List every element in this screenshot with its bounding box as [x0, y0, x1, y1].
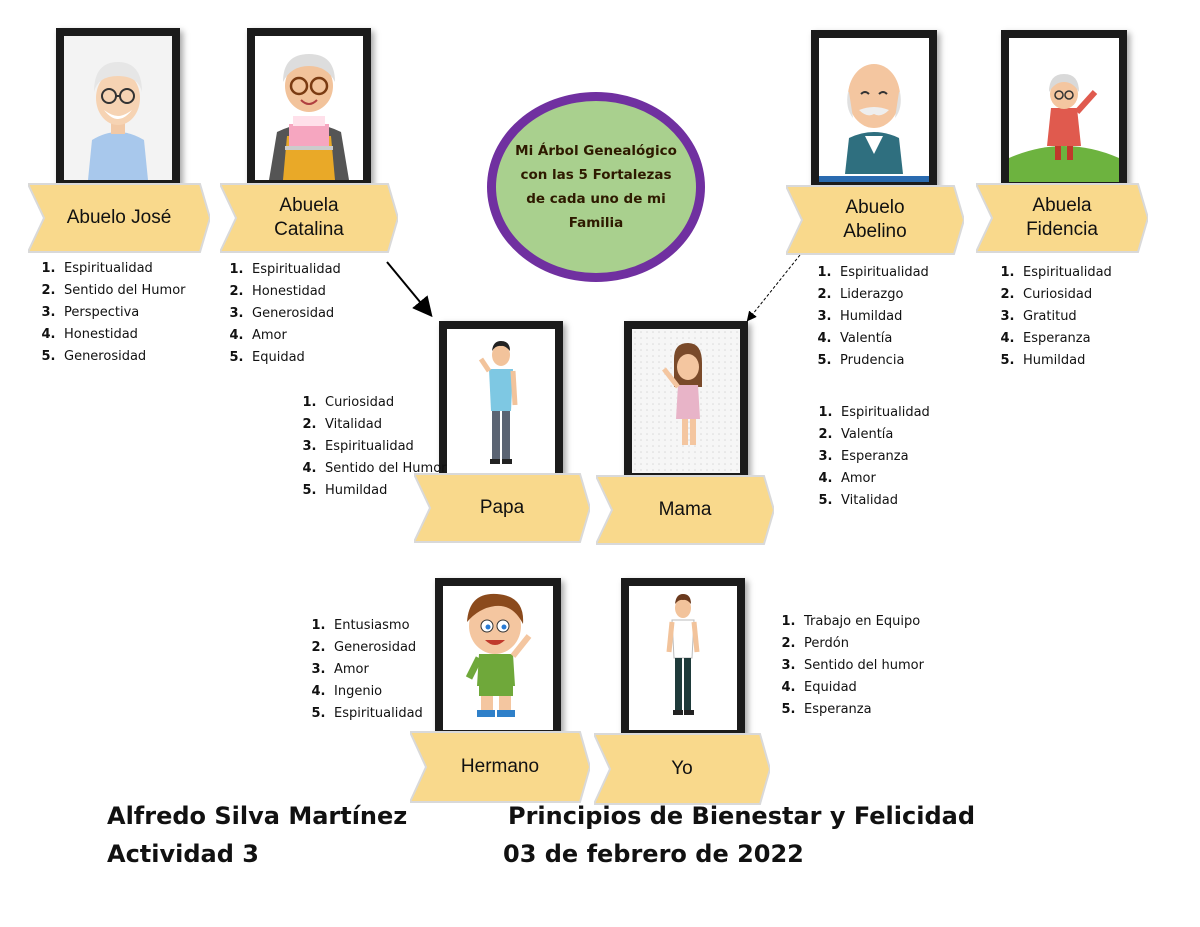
abuelo-abelino-name: Abuelo Abelino: [843, 197, 907, 242]
strength-item: Gratitud: [1019, 306, 1189, 328]
strength-item: Espiritualidad: [330, 703, 460, 725]
mother-icon: [632, 329, 740, 473]
abuela-fidencia-banner: Abuela Fidencia: [976, 182, 1148, 254]
strength-item: Espiritualidad: [60, 258, 250, 280]
footer-activity: Actividad 3: [107, 840, 259, 868]
strength-item: Prudencia: [836, 350, 1006, 372]
strength-item: Vitalidad: [321, 414, 449, 436]
abuela-fidencia-frame: [1001, 30, 1127, 190]
hermano-picture: [443, 586, 553, 730]
abuelo-jose-strengths: Espiritualidad Sentido del Humor Perspec…: [34, 258, 250, 368]
strength-item: Equidad: [800, 677, 990, 699]
strength-item: Valentía: [836, 328, 1006, 350]
footer-date: 03 de febrero de 2022: [503, 840, 804, 868]
abuelo-jose-picture: [64, 36, 172, 180]
hermano-strengths: Entusiasmo Generosidad Amor Ingenio Espi…: [304, 615, 460, 725]
yo-banner: Yo: [594, 732, 770, 806]
strength-item: Humildad: [836, 306, 1006, 328]
yo-strengths: Trabajo en Equipo Perdón Sentido del hum…: [774, 611, 990, 721]
mama-strengths: Espiritualidad Valentía Esperanza Amor V…: [811, 402, 1007, 512]
tree-title: Mi Árbol Genealógico con las 5 Fortaleza…: [515, 143, 677, 231]
strength-item: Curiosidad: [1019, 284, 1189, 306]
strength-item: Perspectiva: [60, 302, 250, 324]
footer-author: Alfredo Silva Martínez: [107, 802, 408, 830]
strength-item: Amor: [330, 659, 460, 681]
abuela-catalina-frame: [247, 28, 371, 188]
grandpa-icon: [819, 38, 929, 182]
abuela-fidencia-name: Abuela Fidencia: [1026, 195, 1098, 240]
strength-item: Espiritualidad: [836, 262, 1006, 284]
strength-item: Entusiasmo: [330, 615, 460, 637]
abuela-catalina-banner: Abuela Catalina: [220, 182, 398, 254]
strength-item: Espiritualidad: [248, 259, 418, 281]
strength-item: Liderazgo: [836, 284, 1006, 306]
yo-name: Yo: [671, 758, 693, 780]
strength-item: Sentido del humor: [800, 655, 990, 677]
grandpa-icon: [64, 36, 172, 180]
hermano-frame: [435, 578, 561, 738]
strength-item: Esperanza: [837, 446, 1007, 468]
father-icon: [447, 329, 555, 473]
mama-banner: Mama: [596, 474, 774, 546]
strength-item: Honestidad: [248, 281, 418, 303]
mama-name: Mama: [658, 499, 712, 521]
strength-item: Humildad: [321, 480, 449, 502]
hermano-banner: Hermano: [410, 730, 590, 804]
strength-item: Ingenio: [330, 681, 460, 703]
strength-item: Curiosidad: [321, 392, 449, 414]
strength-item: Amor: [837, 468, 1007, 490]
abuela-catalina-name: Abuela Catalina: [274, 195, 344, 240]
abuelo-abelino-frame: [811, 30, 937, 190]
papa-picture: [447, 329, 555, 473]
strength-item: Espiritualidad: [321, 436, 449, 458]
abuela-catalina-strengths: Espiritualidad Honestidad Generosidad Am…: [222, 259, 418, 369]
mama-picture: [632, 329, 740, 473]
strength-item: Vitalidad: [837, 490, 1007, 512]
strength-item: Trabajo en Equipo: [800, 611, 990, 633]
papa-name: Papa: [479, 497, 525, 519]
mama-frame: [624, 321, 748, 481]
grandma-icon: [255, 36, 363, 180]
strength-item: Generosidad: [248, 303, 418, 325]
abuelo-abelino-strengths: Espiritualidad Liderazgo Humildad Valent…: [810, 262, 1006, 372]
grandma-icon: [1009, 38, 1119, 182]
strength-item: Esperanza: [800, 699, 990, 721]
tree-title-circle: Mi Árbol Genealógico con las 5 Fortaleza…: [487, 92, 705, 282]
abuelo-abelino-picture: [819, 38, 929, 182]
strength-item: Perdón: [800, 633, 990, 655]
hermano-name: Hermano: [460, 756, 540, 778]
abuelo-jose-banner: Abuelo José: [28, 182, 210, 254]
arrow-maternal: [746, 254, 801, 322]
strength-item: Humildad: [1019, 350, 1189, 372]
yo-frame: [621, 578, 745, 738]
papa-banner: Papa: [414, 472, 590, 544]
abuelo-abelino-banner: Abuelo Abelino: [786, 184, 964, 256]
strength-item: Amor: [248, 325, 418, 347]
abuela-catalina-picture: [255, 36, 363, 180]
strength-item: Sentido del Humor: [321, 458, 449, 480]
strength-item: Espiritualidad: [837, 402, 1007, 424]
papa-strengths: Curiosidad Vitalidad Espiritualidad Sent…: [295, 392, 449, 502]
strength-item: Espiritualidad: [1019, 262, 1189, 284]
strength-item: Valentía: [837, 424, 1007, 446]
strength-item: Generosidad: [330, 637, 460, 659]
abuelo-jose-name: Abuelo José: [66, 207, 172, 229]
strength-item: Esperanza: [1019, 328, 1189, 350]
strength-item: Sentido del Humor: [60, 280, 250, 302]
strength-item: Generosidad: [60, 346, 250, 368]
brother-icon: [443, 586, 553, 730]
footer-course: Principios de Bienestar y Felicidad: [508, 802, 976, 830]
arrow-paternal: [386, 261, 433, 318]
yo-picture: [629, 586, 737, 730]
abuela-fidencia-strengths: Espiritualidad Curiosidad Gratitud Esper…: [993, 262, 1189, 372]
abuelo-jose-frame: [56, 28, 180, 188]
abuela-fidencia-picture: [1009, 38, 1119, 182]
papa-frame: [439, 321, 563, 481]
strength-item: Equidad: [248, 347, 418, 369]
strength-item: Honestidad: [60, 324, 250, 346]
self-icon: [629, 586, 737, 730]
